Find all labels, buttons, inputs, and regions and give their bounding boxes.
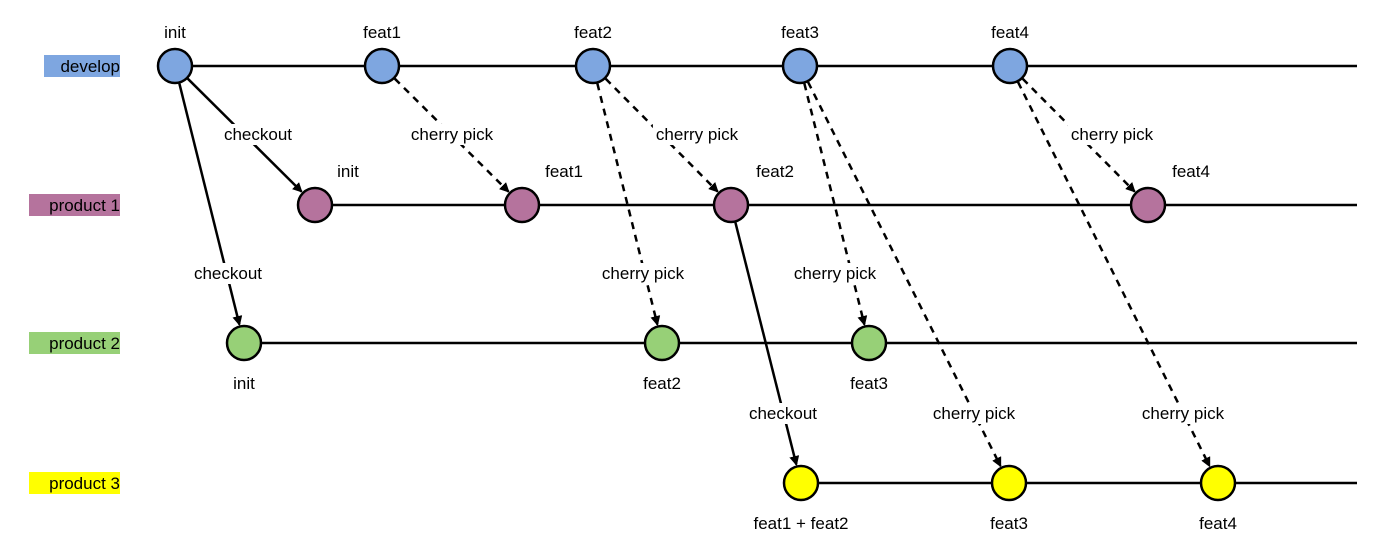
edge-label-background bbox=[1138, 403, 1228, 424]
commit-node-d3 bbox=[781, 47, 819, 85]
commit-node-p3c bbox=[1199, 464, 1237, 502]
branch-label-text: product 3 bbox=[49, 474, 120, 493]
branch-label-background bbox=[29, 332, 120, 354]
edge-label-p1c-p3a: checkout bbox=[749, 404, 817, 423]
edge-label-d2-p1c: cherry pick bbox=[656, 125, 739, 144]
checkout-arrow-d0-p2a bbox=[178, 83, 243, 327]
edge-label-background bbox=[220, 124, 296, 145]
edge-label-d0-p2a: checkout bbox=[194, 264, 262, 283]
commit-node-p2c bbox=[850, 324, 888, 362]
edge-label-background bbox=[745, 403, 821, 424]
edge-label-background bbox=[929, 403, 1019, 424]
branch-label-product1: product 1 bbox=[29, 194, 120, 216]
commits bbox=[156, 47, 1237, 502]
branch-label-text: product 2 bbox=[49, 334, 120, 353]
commit-label-p1b: feat1 bbox=[545, 162, 583, 181]
edge-label-background bbox=[407, 124, 497, 145]
edge-label-d0-p1a: checkout bbox=[224, 125, 292, 144]
edge-label-background bbox=[790, 263, 880, 284]
commit-node-p1b bbox=[503, 186, 541, 224]
commit-node-d2 bbox=[574, 47, 612, 85]
commit-label-p1a: init bbox=[337, 162, 359, 181]
edge-label-background bbox=[1067, 124, 1157, 145]
commit-label-p3c: feat4 bbox=[1199, 514, 1237, 533]
commit-label-d4: feat4 bbox=[991, 23, 1029, 42]
branch-label-text: product 1 bbox=[49, 196, 120, 215]
edge-label-d3-p3b: cherry pick bbox=[933, 404, 1016, 423]
branch-label-product2: product 2 bbox=[29, 332, 120, 354]
cherry-pick-arrow-d2-p2b bbox=[596, 83, 661, 327]
commit-label-p1c: feat2 bbox=[756, 162, 794, 181]
commit-label-p3a: feat1 + feat2 bbox=[754, 514, 849, 533]
commit-label-p2c: feat3 bbox=[850, 374, 888, 393]
edge-label-background bbox=[190, 263, 266, 284]
commit-label-p1d: feat4 bbox=[1172, 162, 1210, 181]
commit-label-d1: feat1 bbox=[363, 23, 401, 42]
commit-node-d0 bbox=[156, 47, 194, 85]
commit-label-d2: feat2 bbox=[574, 23, 612, 42]
branch-label-background bbox=[29, 194, 120, 216]
commit-node-p2a bbox=[225, 324, 263, 362]
branch-label-text: develop bbox=[60, 57, 120, 76]
commit-label-p2b: feat2 bbox=[643, 374, 681, 393]
edge-label-d3-p2c: cherry pick bbox=[794, 264, 877, 283]
cherry-pick-arrow-d3-p2c bbox=[803, 83, 868, 327]
checkout-arrow-p1c-p3a bbox=[734, 222, 800, 467]
edge-label-d1-p1b: cherry pick bbox=[411, 125, 494, 144]
commit-label-d3: feat3 bbox=[781, 23, 819, 42]
commit-node-p1d bbox=[1129, 186, 1167, 224]
edge-label-d4-p3c: cherry pick bbox=[1142, 404, 1225, 423]
commit-label-p2a: init bbox=[233, 374, 255, 393]
cherry-pick-arrow-d4-p3c bbox=[1016, 81, 1211, 468]
edge-label-background bbox=[652, 124, 742, 145]
branch-label-background bbox=[44, 55, 120, 77]
edge-label-d4-p1d: cherry pick bbox=[1071, 125, 1154, 144]
commit-node-p1a bbox=[296, 186, 334, 224]
labels: develop product 1 product 2 product 3 checko… bbox=[29, 23, 1237, 533]
branch-label-develop: develop bbox=[44, 55, 120, 77]
edge-label-d2-p2b: cherry pick bbox=[602, 264, 685, 283]
commit-node-p2b bbox=[643, 324, 681, 362]
commit-label-d0: init bbox=[164, 23, 186, 42]
commit-node-p3a bbox=[782, 464, 820, 502]
commit-node-p1c bbox=[712, 186, 750, 224]
branch-label-product3: product 3 bbox=[29, 472, 120, 494]
commit-node-d1 bbox=[363, 47, 401, 85]
edge-label-background bbox=[598, 263, 688, 284]
commit-label-p3b: feat3 bbox=[990, 514, 1028, 533]
commit-node-p3b bbox=[990, 464, 1028, 502]
commit-node-d4 bbox=[991, 47, 1029, 85]
branch-label-background bbox=[29, 472, 120, 494]
cherry-pick-arrow-d3-p3b bbox=[806, 81, 1002, 468]
